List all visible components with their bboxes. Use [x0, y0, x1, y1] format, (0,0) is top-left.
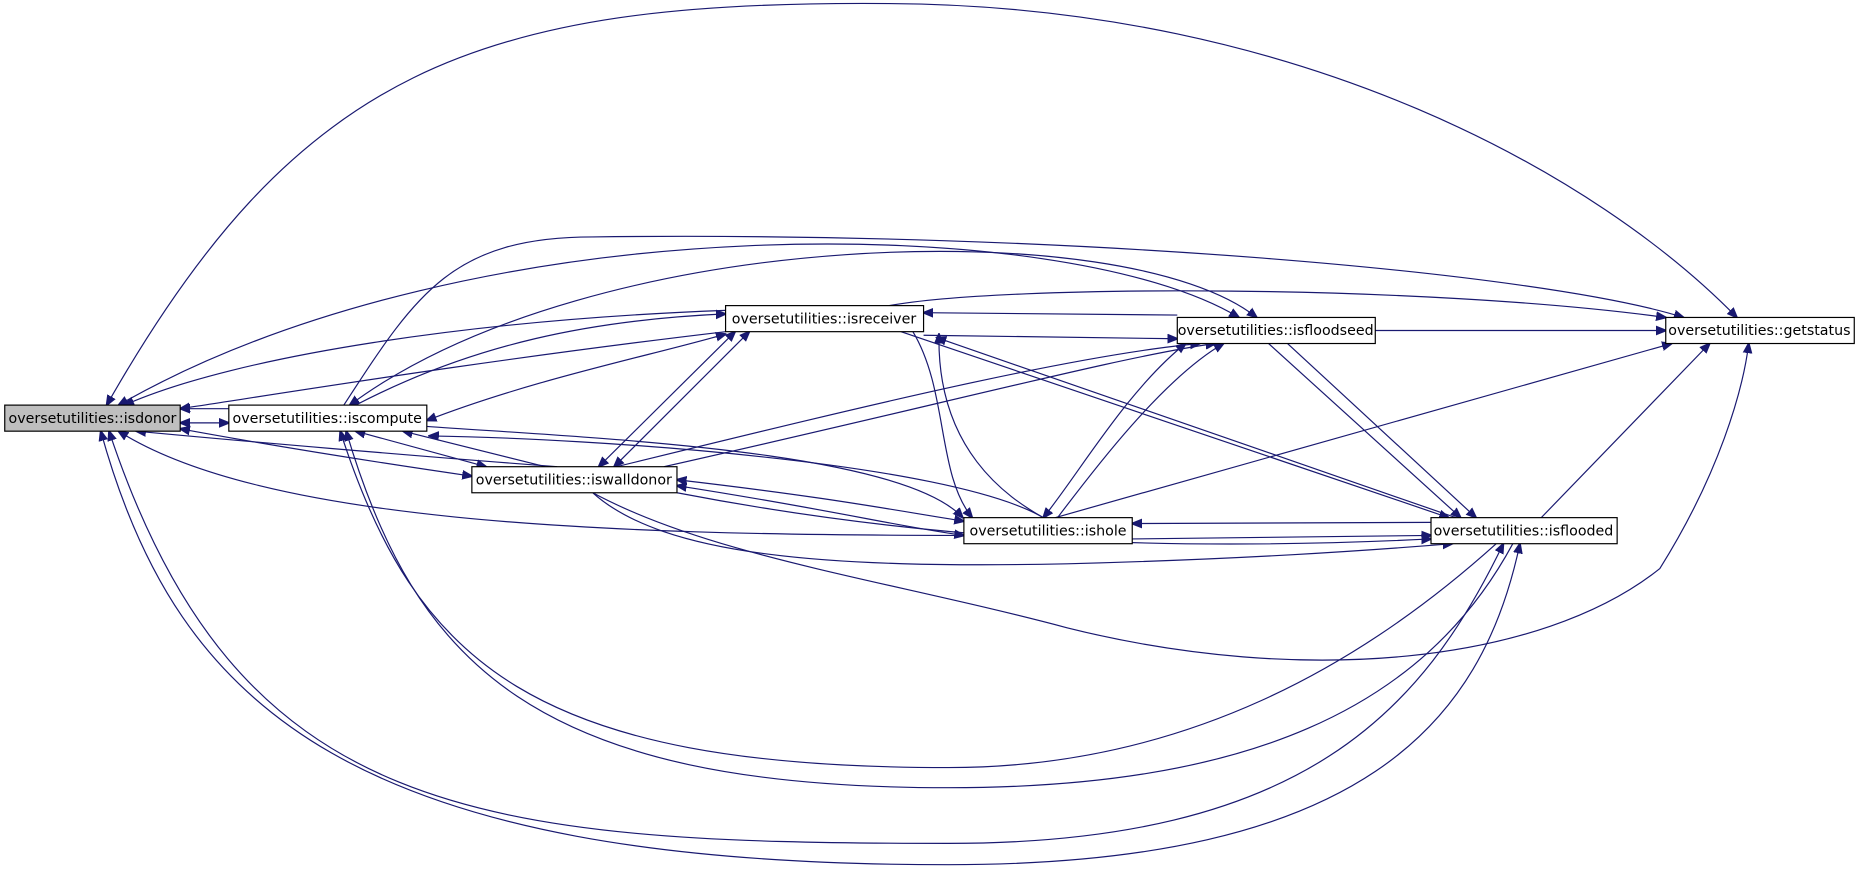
node-iswalldonor[interactable]: oversetutilities::iswalldonor: [471, 466, 678, 494]
call-edge: [101, 431, 1520, 866]
node-isdonor[interactable]: oversetutilities::isdonor: [4, 404, 181, 432]
node-label: oversetutilities::iscompute: [233, 411, 422, 427]
call-edge: [592, 492, 1453, 566]
call-edge: [427, 334, 726, 420]
call-edge: [340, 431, 1497, 769]
call-edge: [107, 2, 1737, 405]
edges: [101, 2, 1749, 866]
node-isreceiver[interactable]: oversetutilities::isreceiver: [724, 305, 925, 333]
call-edge: [912, 331, 972, 518]
call-edge: [1132, 535, 1431, 539]
call-edge: [1132, 522, 1432, 523]
node-getstatus[interactable]: oversetutilities::getstatus: [1665, 316, 1855, 345]
call-edge: [1540, 344, 1709, 519]
call-edge: [1287, 343, 1477, 518]
call-edge: [343, 235, 1684, 406]
node-label: oversetutilities::isreceiver: [732, 311, 917, 327]
call-edge: [355, 314, 726, 406]
call-edge: [119, 243, 1239, 405]
call-edge: [1043, 344, 1185, 518]
node-label: oversetutilities::isdonor: [9, 411, 177, 427]
call-edge: [1055, 344, 1672, 519]
call-edge: [356, 431, 486, 467]
call-edge: [592, 344, 1749, 661]
call-edge: [403, 431, 546, 468]
node-isfloodseed[interactable]: oversetutilities::isfloodseed: [1176, 316, 1376, 345]
call-edge: [900, 331, 1449, 518]
nodes: oversetutilities::isdonor oversetutiliti…: [4, 305, 1855, 545]
node-label: oversetutilities::getstatus: [1668, 323, 1850, 339]
node-isflooded[interactable]: oversetutilities::isflooded: [1430, 517, 1618, 545]
call-edge: [180, 429, 472, 476]
node-iscompute[interactable]: oversetutilities::iscompute: [228, 404, 428, 432]
node-label: oversetutilities::iswalldonor: [476, 472, 672, 488]
call-edge: [889, 290, 1666, 318]
node-ishole[interactable]: oversetutilities::ishole: [963, 517, 1133, 545]
call-edge: [180, 331, 726, 409]
call-edge: [109, 431, 1503, 844]
call-edge: [923, 335, 1178, 339]
node-label: oversetutilities::ishole: [970, 523, 1127, 539]
call-edge: [599, 332, 735, 467]
node-label: oversetutilities::isflooded: [1434, 523, 1614, 539]
call-edge: [429, 436, 1044, 519]
call-edge: [346, 431, 1514, 789]
call-edge: [426, 425, 963, 517]
call-edge: [1057, 344, 1224, 518]
node-label: oversetutilities::isfloodseed: [1178, 323, 1374, 339]
call-edge: [124, 309, 726, 405]
call-edge: [939, 334, 1044, 519]
call-edge: [937, 338, 1457, 519]
call-edge: [924, 313, 1178, 315]
call-edge: [677, 486, 964, 536]
call-edge: [614, 332, 749, 467]
